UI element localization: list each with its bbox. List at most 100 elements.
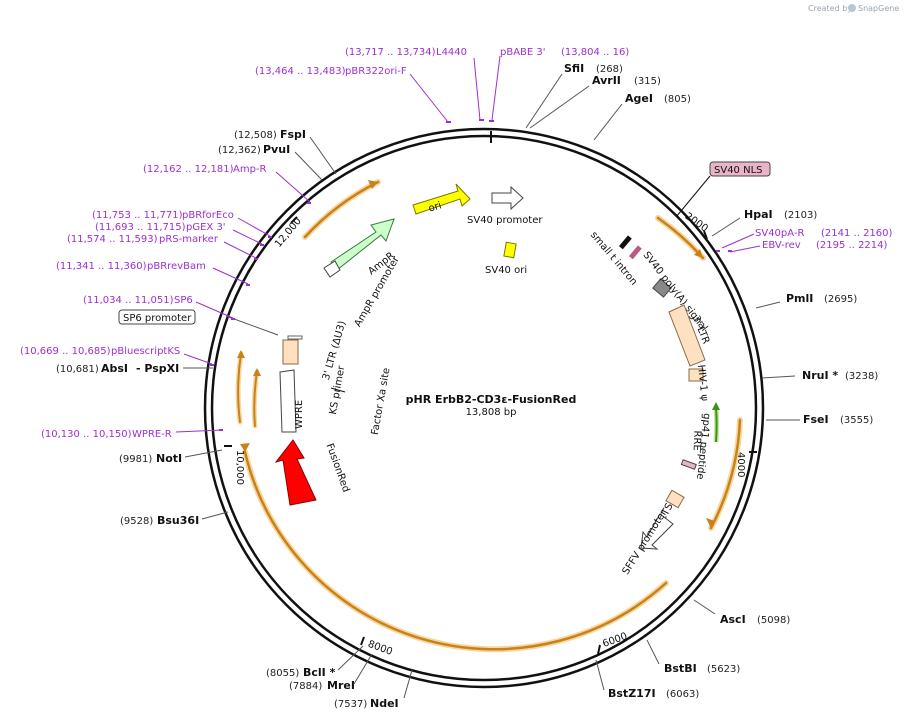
enzyme-bstz17i[interactable]: BstZ17I (6063) xyxy=(608,687,699,700)
svg-text:(3555): (3555) xyxy=(840,415,873,426)
enzyme-bstbi[interactable]: BstBI (5623) xyxy=(664,662,740,675)
backbone-inner xyxy=(210,134,758,682)
primer-marks xyxy=(210,119,732,431)
svg-text:(13,464 .. 13,483): (13,464 .. 13,483) xyxy=(255,66,346,77)
enzyme-bcli[interactable]: (8055) BclI * xyxy=(266,666,336,679)
svg-text:(10,681): (10,681) xyxy=(56,364,99,375)
enzyme-fsei[interactable]: FseI (3555) xyxy=(803,413,873,426)
svg-text:AscI: AscI xyxy=(720,613,746,626)
svg-text:Created by: Created by xyxy=(808,4,852,13)
primer-l4440[interactable]: (13,717 .. 13,734) L4440 xyxy=(345,47,467,58)
snapgene-logo-icon xyxy=(848,4,856,12)
svg-text:BstBI: BstBI xyxy=(664,662,697,675)
orf-arrowheads xyxy=(237,180,715,528)
feature-small-t: small t intron xyxy=(588,230,642,288)
factor-xa-label: Factor Xa site xyxy=(370,367,393,436)
primer-amp-r[interactable]: (12,162 .. 12,181) Amp-R xyxy=(143,164,267,175)
primer-prs-marker[interactable]: (11,574 .. 11,593) pRS-marker xyxy=(67,234,219,245)
svg-text:SnapGene: SnapGene xyxy=(858,4,899,13)
svg-text:RRE: RRE xyxy=(691,430,703,451)
svg-text:NdeI: NdeI xyxy=(370,697,399,710)
wpre-box-icon xyxy=(279,369,297,433)
plasmid-size: 13,808 bp xyxy=(466,407,517,418)
svg-text:(11,341 .. 11,360): (11,341 .. 11,360) xyxy=(56,261,147,272)
feature-fusionred: FusionRed xyxy=(274,439,352,506)
svg-text:L4440: L4440 xyxy=(436,47,467,58)
svg-text:pBABE 3': pBABE 3' xyxy=(500,47,546,58)
sv40-polya-box-icon xyxy=(652,278,672,298)
cppt-box-icon xyxy=(665,489,685,509)
sp6-promoter-box-icon xyxy=(118,309,196,325)
svg-text:(11,753 .. 11,771): (11,753 .. 11,771) xyxy=(92,210,183,221)
primer-pbr322ori-f[interactable]: (13,464 .. 13,483) pBR322ori-F xyxy=(255,66,407,77)
feature-sv40-ori: SV40 ori xyxy=(485,241,527,276)
enzyme-avrii[interactable]: AvrII (315) xyxy=(592,74,661,87)
svg-text:SfiI: SfiI xyxy=(564,62,584,75)
svg-text:SV40pA-R: SV40pA-R xyxy=(755,228,804,239)
scale-ticks xyxy=(224,216,757,655)
enzyme-asci[interactable]: AscI (5098) xyxy=(720,613,790,626)
svg-text:(268): (268) xyxy=(596,64,623,75)
enzyme-nrui[interactable]: NruI * (3238) xyxy=(802,369,878,382)
primer-pbrforeco[interactable]: (11,753 .. 11,771) pBRforEco xyxy=(92,210,234,221)
enzyme-krei[interactable]: (7884) MreI xyxy=(289,679,355,692)
svg-text:AgeI: AgeI xyxy=(625,92,653,105)
svg-text:(7537): (7537) xyxy=(334,699,367,710)
svg-text:pBRrevBam: pBRrevBam xyxy=(147,261,206,272)
svg-text:(11,574 .. 11,593): (11,574 .. 11,593) xyxy=(67,234,158,245)
hiv-psi-box-icon xyxy=(688,368,704,382)
svg-text:FusionRed: FusionRed xyxy=(324,442,352,494)
feature-ori: ori xyxy=(412,183,471,215)
enzyme-fspi[interactable]: (12,508) FspI xyxy=(234,128,306,141)
enzyme-hpai[interactable]: HpaI (2103) xyxy=(744,208,817,221)
svg-text:MreI: MreI xyxy=(327,679,355,692)
svg-text:(12,162 .. 12,181): (12,162 .. 12,181) xyxy=(143,164,234,175)
enzyme-absi[interactable]: (10,681) AbsI - PspXI xyxy=(56,362,179,375)
origin-marker xyxy=(490,131,492,143)
primer-pbrrevbam[interactable]: (11,341 .. 11,360) pBRrevBam xyxy=(56,261,206,272)
feature-sp6-promoter[interactable]: SP6 promoter xyxy=(118,309,196,325)
feature-hiv-psi: HIV-1 ψ xyxy=(688,364,710,402)
svg-text:HIV-1 ψ: HIV-1 ψ xyxy=(695,364,710,402)
primer-ebv-rev[interactable]: EBV-rev (2195 .. 2214) xyxy=(762,240,888,251)
ori-arrow-icon xyxy=(412,183,471,215)
svg-text:Bsu36I: Bsu36I xyxy=(157,514,199,527)
feature-sffv: SFFV promoter xyxy=(621,507,674,577)
feature-rre: RRE xyxy=(691,402,720,451)
svg-text:NotI: NotI xyxy=(156,452,182,465)
enzyme-agei[interactable]: AgeI (805) xyxy=(625,92,691,105)
plasmid-name: pHR ErbB2-CD3ε-FusionRed xyxy=(406,393,577,406)
svg-text:(11,034 .. 11,051): (11,034 .. 11,051) xyxy=(83,295,174,306)
3ltr-du3-box-icon xyxy=(282,339,299,365)
primer-pbluescriptks[interactable]: (10,669 .. 10,685) pBluescriptKS xyxy=(20,346,180,357)
primer-wpre-r[interactable]: (10,130 .. 10,150) WPRE-R xyxy=(41,429,172,440)
svg-text:NruI *: NruI * xyxy=(802,369,838,382)
svg-text:pBluescriptKS: pBluescriptKS xyxy=(111,346,180,357)
svg-text:ori: ori xyxy=(427,200,443,214)
enzyme-sfii[interactable]: SfiI (268) xyxy=(564,62,623,75)
primer-sp6[interactable]: (11,034 .. 11,051) SP6 xyxy=(83,295,193,306)
svg-text:WPRE-R: WPRE-R xyxy=(132,429,172,440)
snapgene-credit: Created by SnapGene xyxy=(808,4,899,13)
primer-pbabe3[interactable]: pBABE 3' (13,804 .. 16) xyxy=(500,47,629,58)
svg-text:AvrII: AvrII xyxy=(592,74,621,87)
primer-sv40pa-r[interactable]: SV40pA-R (2141 .. 2160) xyxy=(755,228,893,239)
svg-text:(2103): (2103) xyxy=(784,210,817,221)
svg-text:(10,669 .. 10,685): (10,669 .. 10,685) xyxy=(20,346,111,357)
svg-text:(2141 .. 2160): (2141 .. 2160) xyxy=(821,228,893,239)
svg-text:SP6: SP6 xyxy=(174,295,193,306)
svg-text:BstZ17I: BstZ17I xyxy=(608,687,656,700)
svg-text:(13,717 .. 13,734): (13,717 .. 13,734) xyxy=(345,47,436,58)
enzyme-noti[interactable]: (9981) NotI xyxy=(119,452,182,465)
enzyme-bsu36i[interactable]: (9528) Bsu36I xyxy=(120,514,199,527)
sv40-promoter-arrow-icon xyxy=(491,185,524,211)
svg-text:(10,130 .. 10,150): (10,130 .. 10,150) xyxy=(41,429,132,440)
enzyme-pmli[interactable]: PmlI (2695) xyxy=(786,292,857,305)
svg-text:SV40 NLS: SV40 NLS xyxy=(714,165,763,176)
ampr-promoter-box-icon xyxy=(323,260,341,278)
enzyme-ndei[interactable]: (7537) NdeI xyxy=(334,697,399,710)
svg-text:4000: 4000 xyxy=(735,452,746,477)
primer-pgex3[interactable]: (11,693 .. 11,715) pGEX 3' xyxy=(95,222,226,233)
enzyme-pvui[interactable]: (12,362) PvuI xyxy=(218,143,290,156)
svg-text:SFFV promoter: SFFV promoter xyxy=(621,507,670,577)
